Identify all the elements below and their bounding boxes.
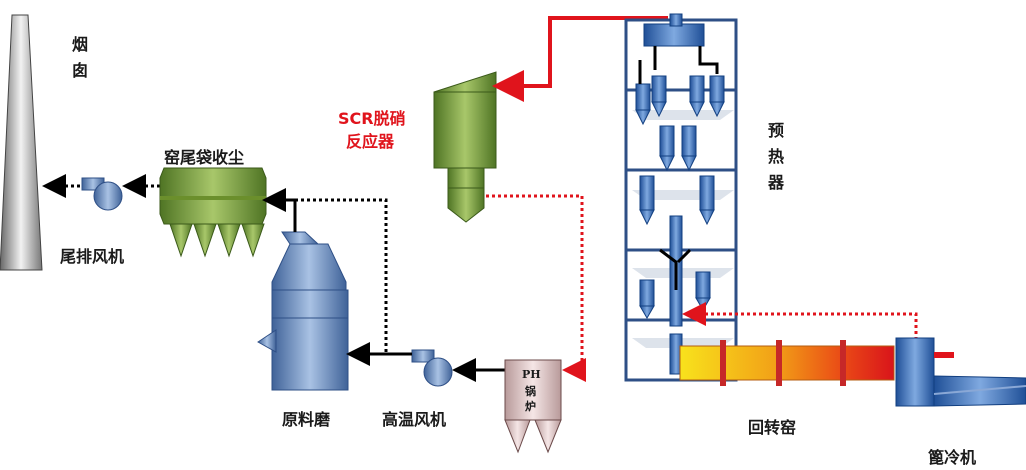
- flow-scr-to-boiler: [486, 194, 586, 382]
- label-scr: SCR脱硝: [338, 109, 406, 128]
- flow-cooler-to-preheater: [682, 302, 918, 340]
- grate-cooler: [895, 337, 1026, 407]
- label-high-temp-fan: 高温风机: [382, 410, 447, 429]
- label-ph-boiler-3: 炉: [525, 400, 536, 413]
- raw-mill: [257, 231, 349, 391]
- label-preheater: 预热器: [767, 121, 784, 192]
- label-raw-mill: 原料磨: [282, 410, 331, 429]
- flow-mill-to-bag: [262, 188, 297, 232]
- label-chimney: 烟囱: [71, 35, 88, 80]
- label-rotary-kiln: 回转窑: [748, 418, 797, 437]
- rotary-kiln: [679, 340, 895, 386]
- preheater-tower: [624, 13, 738, 382]
- label-ph-boiler-2: 锅: [525, 385, 536, 398]
- ph-boiler: [504, 359, 562, 454]
- high-temp-fan: [411, 349, 453, 387]
- tail-fan: [81, 177, 123, 211]
- label-tail-fan: 尾排风机: [60, 247, 125, 266]
- label-scr-reactor: 反应器: [346, 132, 395, 151]
- label-bag-filter: 窑尾袋收尘: [164, 148, 245, 167]
- chimney: [0, 14, 43, 271]
- scr-reactor: [433, 71, 497, 223]
- flow-preheater-to-scr: [492, 16, 668, 102]
- flow-bypass-to-bag: [268, 198, 388, 352]
- bag-filter: [159, 167, 267, 258]
- label-ph-boiler-1: PH: [522, 368, 541, 381]
- label-grate-cooler: 篦冷机: [928, 448, 977, 467]
